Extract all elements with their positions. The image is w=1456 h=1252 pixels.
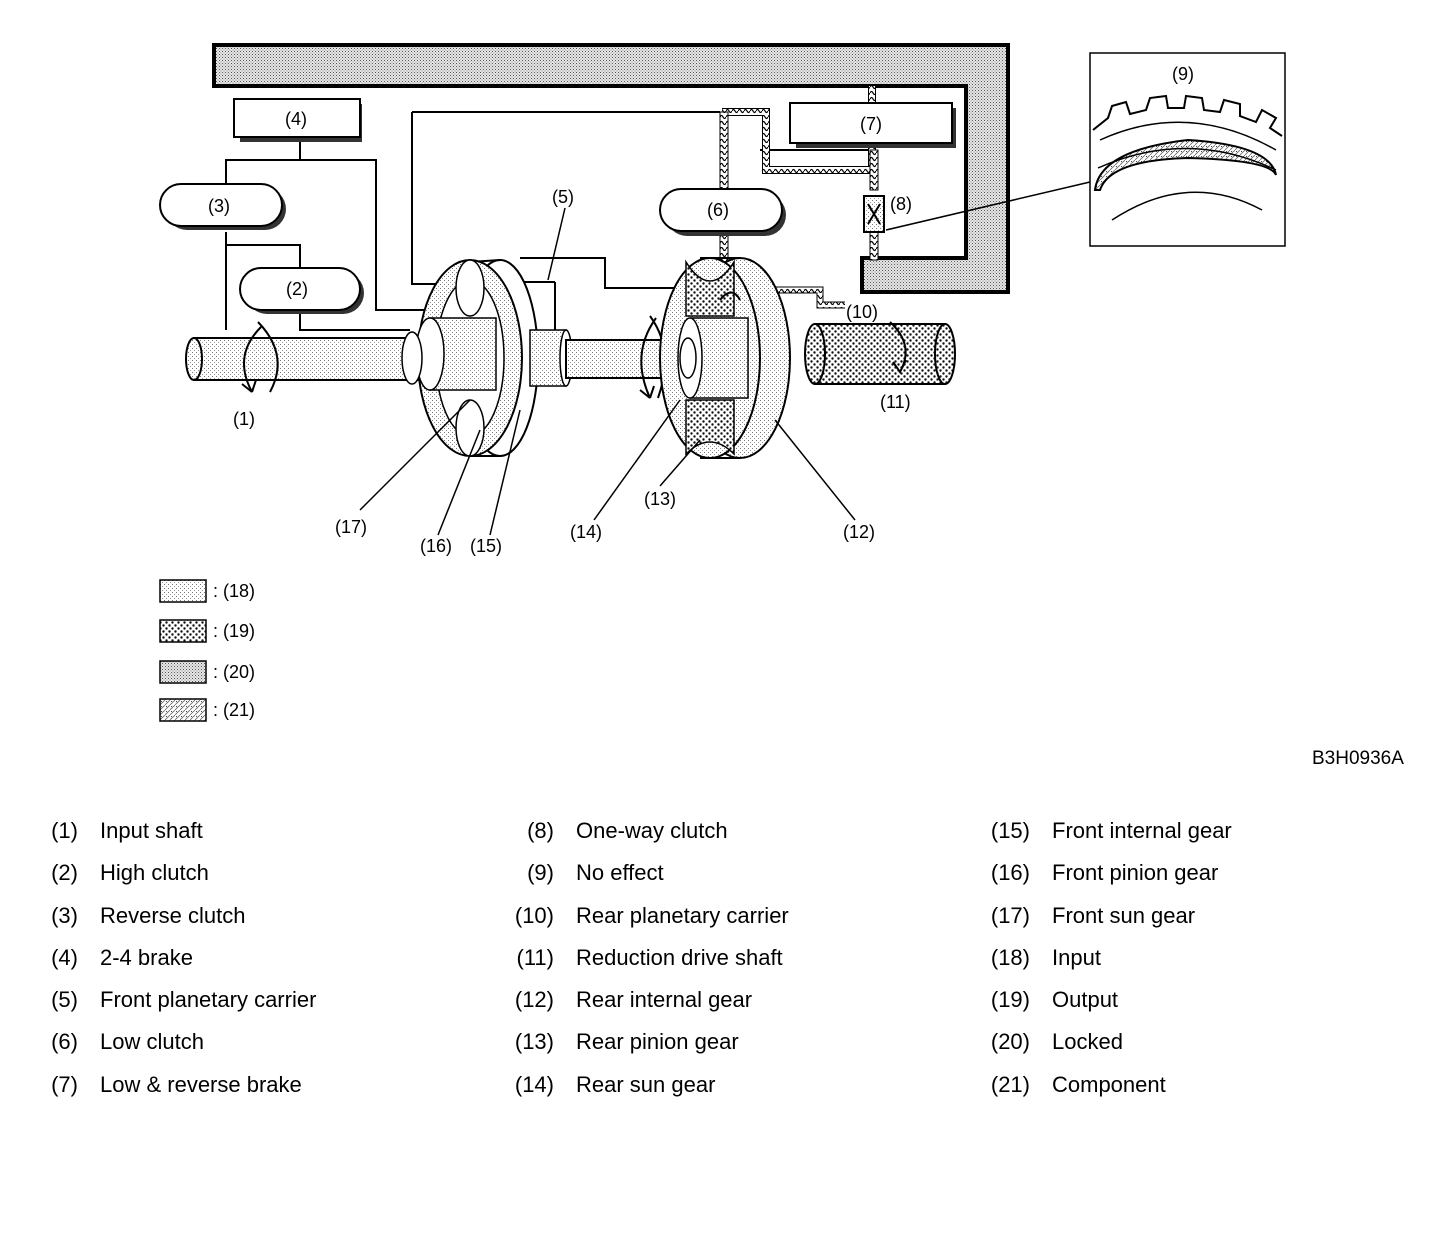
swatch-component — [159, 698, 207, 722]
legend-number: (14) — [514, 1071, 554, 1097]
legend-description: Rear pinion gear — [576, 1029, 739, 1055]
key-label-20: : (20) — [213, 662, 255, 682]
callout-5: (5) — [552, 187, 574, 207]
low-reverse-brake-box — [789, 102, 953, 144]
callout-13: (13) — [644, 489, 676, 509]
legend-description: 2-4 brake — [100, 944, 193, 970]
legend-description: Rear planetary carrier — [576, 902, 789, 928]
swatch-input — [159, 579, 207, 603]
legend-description: No effect — [576, 860, 664, 886]
legend-number: (8) — [527, 818, 554, 843]
high-clutch-pill — [239, 267, 361, 311]
callout-9: (9) — [1172, 64, 1194, 84]
legend-number: (20) — [990, 1029, 1030, 1055]
legend-number: (21) — [990, 1071, 1030, 1097]
legend-description: Component — [1052, 1071, 1166, 1097]
legend-number: (13) — [514, 1029, 554, 1055]
legend-description: Locked — [1052, 1029, 1123, 1055]
transmission-case — [212, 43, 1010, 294]
pattern-key: : (18) : (19) : (20) : (21) — [159, 579, 255, 722]
callout-7: (7) — [860, 114, 882, 134]
legend-description: One-way clutch — [576, 818, 728, 843]
legend-number: (7) — [51, 1071, 78, 1097]
callout-2: (2) — [286, 279, 308, 299]
key-label-21: : (21) — [213, 700, 255, 720]
legend-number: (18) — [990, 944, 1030, 970]
legend-number: (17) — [990, 902, 1030, 928]
legend-description: Low clutch — [100, 1029, 204, 1055]
input-path-lines — [225, 111, 870, 331]
legend-description: Front pinion gear — [1052, 860, 1219, 886]
legend-description: Front planetary carrier — [100, 987, 317, 1013]
legend-number: (9) — [527, 860, 554, 886]
legend-number: (19) — [990, 987, 1030, 1013]
brake-2-4-box — [233, 98, 361, 138]
callout-15: (15) — [470, 536, 502, 556]
legend-description: Input shaft — [100, 818, 203, 843]
legend-number: (5) — [51, 987, 78, 1013]
callout-10: (10) — [846, 302, 878, 322]
legend-number: (16) — [990, 860, 1030, 886]
legend-description: Reduction drive shaft — [576, 944, 783, 970]
legend-number: (11) — [516, 944, 555, 970]
legend-description: Rear sun gear — [576, 1071, 716, 1097]
key-label-19: : (19) — [213, 621, 255, 641]
legend-description: Low & reverse brake — [100, 1071, 302, 1097]
drawing-code: B3H0936A — [1312, 748, 1404, 769]
callout-16: (16) — [420, 536, 452, 556]
leader-lines — [359, 181, 1091, 536]
legend-number: (4) — [51, 944, 78, 970]
key-label-18: : (18) — [213, 581, 255, 601]
legend-description: Input — [1052, 944, 1101, 970]
legend-number: (2) — [51, 860, 78, 886]
legend-number: (12) — [514, 987, 554, 1013]
legend-description: Output — [1052, 987, 1119, 1013]
callout-3: (3) — [208, 196, 230, 216]
callout-4: (4) — [285, 109, 307, 129]
legend-number: (3) — [51, 902, 78, 928]
legend-number: (10) — [514, 902, 554, 928]
legend-number: (6) — [51, 1029, 78, 1055]
callout-12: (12) — [843, 522, 875, 542]
low-clutch-pill — [659, 188, 783, 232]
reduction-drive-shaft — [814, 323, 946, 385]
swatch-locked — [159, 660, 207, 684]
front-planetary-set — [401, 259, 573, 457]
input-shaft — [193, 337, 431, 381]
callout-8: (8) — [890, 194, 912, 214]
rear-planetary-set — [659, 257, 791, 459]
intermediate-shaft — [565, 339, 671, 379]
legend-number: (1) — [51, 818, 78, 843]
reverse-clutch-pill — [159, 183, 283, 227]
legend-description: Reverse clutch — [100, 902, 246, 928]
planetary-gear-diagram: (4) (7) (3) (2) (6) (8) (1) — [159, 43, 1286, 722]
callout-11: (11) — [880, 392, 911, 412]
legend-description: High clutch — [100, 860, 209, 886]
legend-number: (15) — [990, 818, 1030, 843]
callout-6: (6) — [707, 200, 729, 220]
callout-1: (1) — [233, 409, 255, 429]
legend-description: Front sun gear — [1052, 902, 1196, 928]
legend-description: Rear internal gear — [576, 987, 753, 1013]
swatch-output — [159, 619, 207, 643]
callout-14: (14) — [570, 522, 602, 542]
legend-description: Front internal gear — [1052, 818, 1232, 843]
callout-17: (17) — [335, 517, 367, 537]
